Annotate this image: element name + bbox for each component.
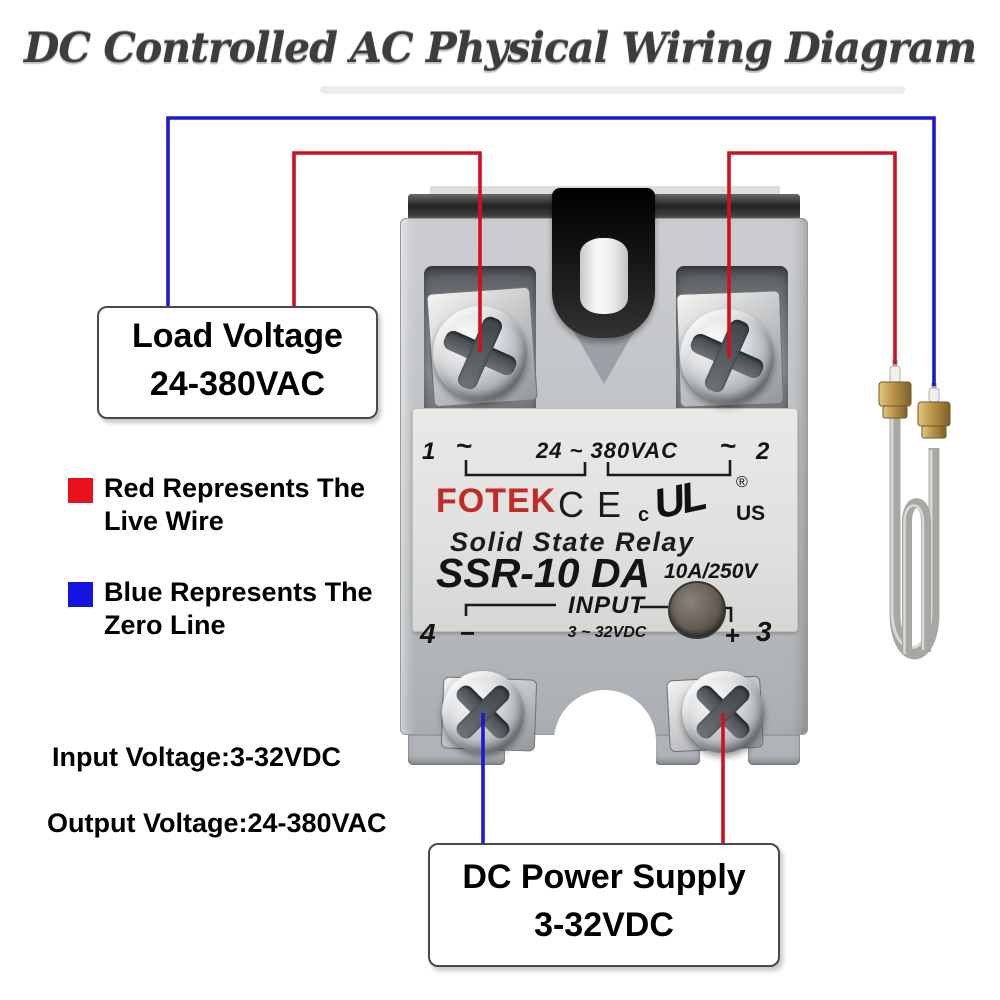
legend-swatch-zero-line (68, 582, 93, 607)
heater-collar-left (882, 405, 908, 419)
relay-bottom-arch-cutout (554, 690, 656, 766)
product-name: Solid State Relay (450, 527, 695, 557)
load-voltage-callout: Load Voltage 24-380VAC (97, 306, 378, 419)
model-number: SSR-10 DA (436, 550, 651, 596)
screw-terminal-1 (433, 306, 527, 400)
terminal-4-label: 4 (420, 618, 436, 649)
screw-terminal-3 (682, 671, 764, 753)
terminal-1-label: 1 (422, 438, 436, 465)
ac-tilde-left: ~ (456, 430, 473, 461)
screw-terminal-4 (442, 671, 524, 753)
ul-registered-icon: ® (736, 474, 748, 491)
terminal-3-label: 3 (756, 616, 772, 647)
heater-insulator-left (889, 365, 901, 385)
current-rating: 10A/250V (664, 560, 758, 583)
brand-logo: FOTEK (436, 482, 557, 520)
molded-triangle-mark (573, 330, 635, 384)
title-shadow (320, 86, 905, 94)
screw-terminal-2 (680, 309, 774, 403)
heater-nut-left (878, 381, 912, 407)
ul-mark: UL (649, 471, 709, 528)
output-voltage-range: 24 ~ 380VAC (535, 438, 679, 463)
heater-terminal-pin-left (892, 360, 898, 368)
legend-live-line2: Live Wire (104, 506, 224, 536)
relay-front-label: 1 ~ 24 ~ 380VAC ~ 2 FOTEK CE c UL ® US S… (412, 408, 798, 650)
legend-live-line1: Red Represents The (104, 473, 366, 503)
diagram-title: DC Controlled AC Physical Wiring Diagram (23, 24, 977, 72)
mounting-peg (580, 238, 628, 314)
heater-tube-highlight (890, 418, 933, 649)
ac-tilde-right: ~ (720, 430, 737, 461)
legend-swatch-live-wire (68, 478, 93, 503)
minus-sign: − (460, 618, 476, 648)
spec-input-voltage: Input Voltage:3-32VDC (52, 742, 342, 772)
legend-live-wire: Red Represents The Live Wire (104, 472, 365, 538)
dc-power-supply-line2: 3-32VDC (534, 906, 674, 944)
heater-nut-right (917, 401, 951, 427)
dc-power-supply-line1: DC Power Supply (462, 858, 746, 896)
heater-hairpin-tube (902, 498, 931, 654)
ul-mark-c: c (638, 504, 650, 526)
ul-mark-us: US (736, 502, 766, 525)
heater-collar-right (921, 425, 947, 439)
load-voltage-line1: Load Voltage (132, 317, 343, 355)
terminal-bracket-lines (464, 460, 733, 622)
input-label: INPUT (568, 592, 645, 619)
legend-zero-line2: Zero Line (104, 610, 226, 640)
spec-output-voltage: Output Voltage:24-380VAC (47, 808, 387, 838)
ce-mark: CE (558, 484, 635, 525)
legend-zero-line: Blue Represents The Zero Line (104, 576, 373, 642)
dc-power-supply-callout: DC Power Supply 3-32VDC (428, 843, 780, 967)
heater-hairpin-highlight (903, 504, 925, 654)
plus-sign: + (725, 620, 741, 650)
heater-insulator-right (928, 387, 940, 403)
heater-outer-tube (889, 418, 940, 660)
terminal-2-label: 2 (756, 438, 770, 465)
load-voltage-line2: 24-380VAC (149, 365, 326, 403)
status-led (668, 581, 726, 639)
heating-element (878, 360, 951, 660)
legend-zero-line1: Blue Represents The (104, 577, 373, 607)
input-voltage-range: 3 ~ 32VDC (567, 624, 647, 641)
heater-terminal-pin-right (931, 383, 937, 390)
